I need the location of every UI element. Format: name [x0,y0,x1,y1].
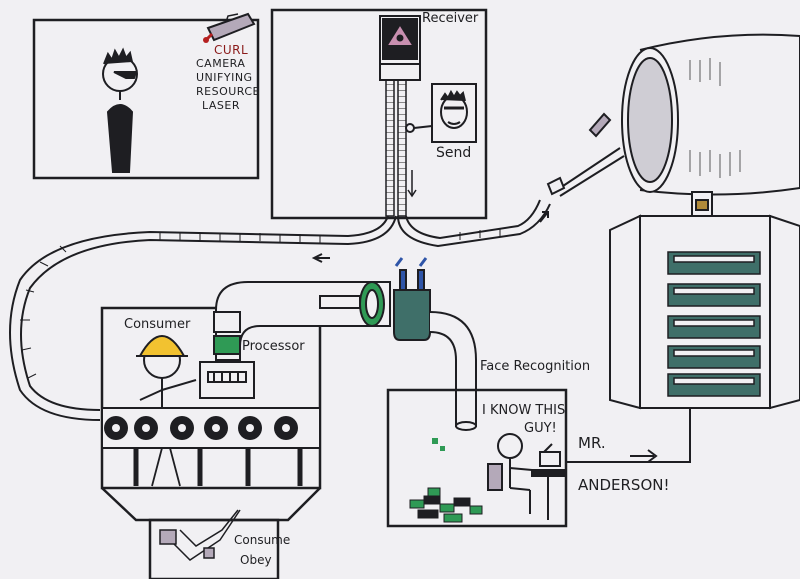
server-link-line [566,408,691,463]
recognition-room-frame [386,388,568,528]
conveyor-legs [133,448,303,486]
consume-label: Consume [234,533,291,547]
mr-label: MR. [578,434,606,452]
obey-label: Obey [240,553,272,567]
curl-label-3: UNIFYING [196,71,253,84]
know-this-guy-label-2: GUY! [524,421,557,436]
know-this-guy-label-1: I KNOW THIS [482,403,566,418]
receiver-unit [379,15,421,81]
camera-laser-icon [203,12,256,43]
consumer-label: Consumer [124,317,191,332]
send-photo [405,83,477,143]
surveilled-man-figure [102,47,138,173]
money-pile [409,487,483,523]
operator-figure [487,433,533,514]
camera-frame [32,18,260,180]
curl-label-2: CAMERA [196,57,246,70]
curl-label-1: CURL [214,43,249,57]
processor-pipe [213,281,391,361]
curl-label-5: LASER [202,99,240,112]
face-recognition-label: Face Recognition [480,359,591,374]
recognition-hub [393,257,477,431]
anderson-label: ANDERSON! [578,476,670,494]
operator-desk [531,443,567,520]
green-plant-icon [432,438,445,451]
funnel-cone [546,33,800,197]
consumer-worker-figure [136,335,197,410]
mr-anderson-arrow [630,449,658,463]
consumer-frame [100,306,322,579]
data-cable [9,199,551,421]
server-racks [667,251,761,397]
send-label: Send [436,145,472,161]
curl-label-4: RESOURCE [196,85,261,98]
funnel-hatching [689,58,741,178]
conveyor-wheel-hubs [112,424,290,432]
conveyor-stick-legs [151,447,181,487]
processor-label: Processor [242,339,305,354]
receiver-frame [270,8,488,220]
receiver-cable [385,79,417,217]
receiver-label: Receiver [422,11,479,26]
processor-machine [199,361,255,399]
consume-chute [159,509,241,561]
cable-ticks [20,228,501,379]
